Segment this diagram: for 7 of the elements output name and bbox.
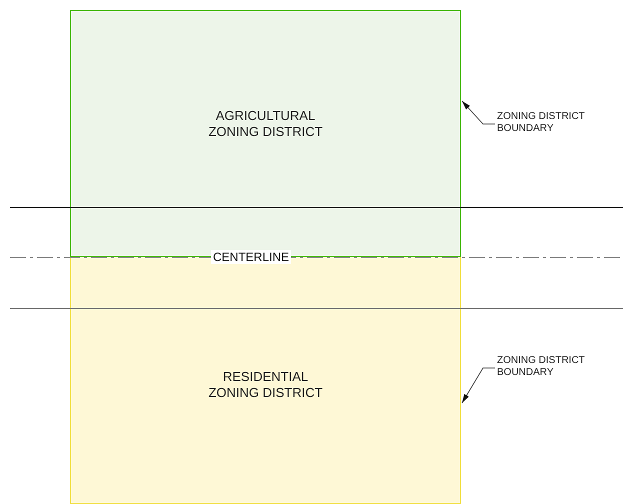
district-label: AGRICULTURAL ZONING DISTRICT xyxy=(207,108,324,140)
leader-line xyxy=(462,100,496,124)
callout-text: ZONING DISTRICT BOUNDARY xyxy=(497,355,586,379)
centerline-label: CENTERLINE xyxy=(211,250,292,264)
district-label: RESIDENTIAL ZONING DISTRICT xyxy=(207,369,324,401)
leader-line xyxy=(462,368,496,404)
callout-text: ZONING DISTRICT BOUNDARY xyxy=(497,111,586,135)
